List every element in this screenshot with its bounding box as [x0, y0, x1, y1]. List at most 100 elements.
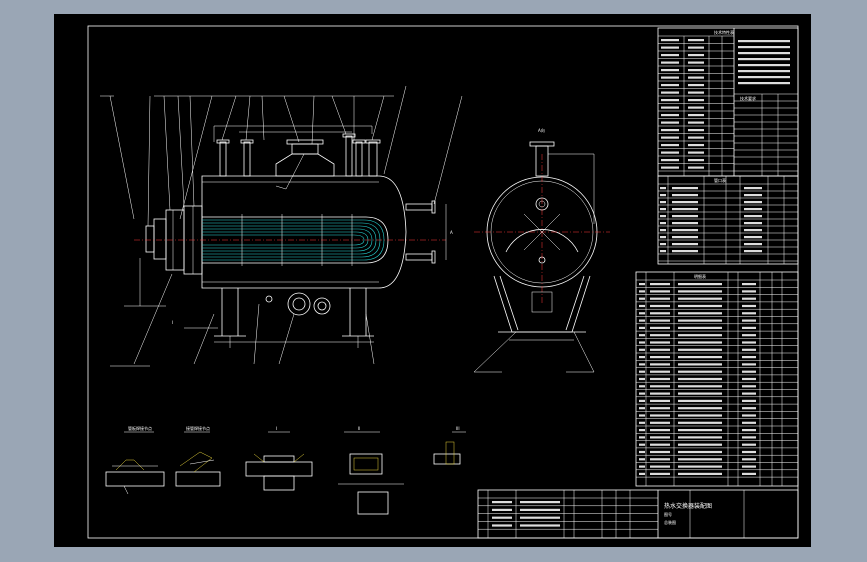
detail-view-1 — [105, 431, 165, 495]
table-text-mark — [688, 106, 704, 109]
right-nozzle-upper — [405, 203, 433, 211]
view-a-marker: A — [450, 230, 453, 235]
table-text-mark — [672, 222, 698, 225]
tech-req-text-mark — [738, 46, 790, 49]
table-text-mark — [650, 458, 670, 461]
table-text-mark — [678, 312, 722, 315]
table-text-mark — [678, 465, 722, 468]
table-text-mark — [639, 392, 645, 395]
table-text-mark — [492, 501, 512, 504]
table-text-mark — [742, 465, 756, 468]
table-text-mark — [678, 392, 722, 395]
table-text-mark — [678, 326, 722, 329]
tube-bundle — [202, 216, 389, 264]
table-text-mark — [742, 414, 756, 417]
table-text-mark — [688, 46, 704, 49]
table-text-mark — [639, 450, 645, 454]
table-text-mark — [688, 69, 704, 72]
scale-label: 图号 — [664, 511, 672, 517]
table-text-mark — [678, 348, 722, 351]
table-text-mark — [678, 407, 722, 410]
table-text-mark — [678, 443, 722, 446]
table-text-mark — [661, 91, 679, 94]
table-text-mark — [742, 370, 756, 373]
detail-view-5 — [433, 431, 466, 465]
table-text-mark — [520, 524, 560, 527]
table-text-mark — [660, 201, 666, 204]
table-text-mark — [744, 222, 762, 225]
table-text-mark — [520, 501, 560, 504]
table-text-mark — [639, 465, 645, 468]
top-nozzle-1 — [219, 141, 227, 177]
table-text-mark — [678, 290, 722, 293]
table-text-mark — [639, 290, 645, 293]
table-text-mark — [639, 421, 645, 424]
table-text-mark — [742, 356, 756, 359]
table-text-mark — [650, 436, 670, 439]
tech-req-text-mark — [738, 64, 790, 67]
table-text-mark — [650, 312, 670, 315]
table-text-mark — [650, 377, 670, 381]
table-text-mark — [650, 429, 670, 432]
table-text-mark — [650, 363, 670, 366]
detail2-caption: 接管焊接节点 — [186, 425, 210, 431]
table-text-mark — [650, 304, 670, 308]
bottom-nozzle-2 — [313, 297, 331, 315]
table-text-mark — [688, 91, 704, 94]
table-text-mark — [661, 144, 679, 147]
table-text-mark — [639, 334, 645, 337]
table-text-mark — [661, 114, 679, 117]
table-text-mark — [678, 370, 722, 373]
table-text-mark — [639, 283, 645, 286]
table-text-mark — [639, 326, 645, 329]
table-text-mark — [650, 297, 670, 300]
table-text-mark — [639, 458, 645, 461]
tech-req-text-mark — [738, 40, 790, 43]
tech-req-text-mark — [738, 76, 790, 79]
top-nozzle-3 — [345, 135, 353, 177]
table-text-mark — [661, 166, 679, 169]
table-text-mark — [639, 356, 645, 359]
table-text-mark — [650, 407, 670, 410]
drawing-number: 总装图 — [664, 519, 676, 525]
detail4-caption: II — [358, 426, 360, 431]
table-text-mark — [650, 465, 670, 468]
table-text-mark — [639, 407, 645, 410]
table-text-mark — [661, 136, 679, 139]
table-text-mark — [678, 458, 722, 461]
front-elevation-view — [100, 85, 463, 367]
table-text-mark — [661, 129, 679, 132]
table-text-mark — [742, 297, 756, 300]
title-block — [477, 489, 799, 539]
table-text-mark — [742, 326, 756, 329]
table-text-mark — [742, 392, 756, 395]
table-text-mark — [678, 363, 722, 366]
table-text-mark — [678, 414, 722, 417]
table-text-mark — [660, 208, 666, 211]
table-text-mark — [650, 283, 670, 286]
table-text-mark — [660, 229, 666, 232]
table-text-mark — [744, 201, 762, 204]
table-text-mark — [744, 236, 762, 239]
table-text-mark — [639, 429, 645, 432]
table-text-mark — [688, 61, 704, 64]
table-text-mark — [742, 304, 756, 308]
table-text-mark — [661, 69, 679, 72]
table-text-mark — [650, 348, 670, 351]
table-text-mark — [661, 39, 679, 42]
table-text-mark — [678, 399, 722, 402]
table-text-mark — [672, 208, 698, 211]
table-text-mark — [660, 215, 666, 218]
nozzle-table-title: 管口表 — [714, 177, 726, 183]
table-text-mark — [688, 114, 704, 117]
table-text-mark — [678, 421, 722, 424]
leader-lines — [100, 85, 463, 365]
table-text-mark — [742, 319, 756, 322]
drawing-sheet: 技术特性表 管口表 明细表 技术要求 热水交换器装配图 图号 总装图 A向 管板… — [54, 14, 811, 547]
table-text-mark — [650, 326, 670, 329]
view-i-marker: I — [172, 320, 173, 325]
table-text-mark — [678, 436, 722, 439]
table-text-mark — [688, 84, 704, 87]
table-text-mark — [661, 84, 679, 87]
table-text-mark — [688, 129, 704, 132]
